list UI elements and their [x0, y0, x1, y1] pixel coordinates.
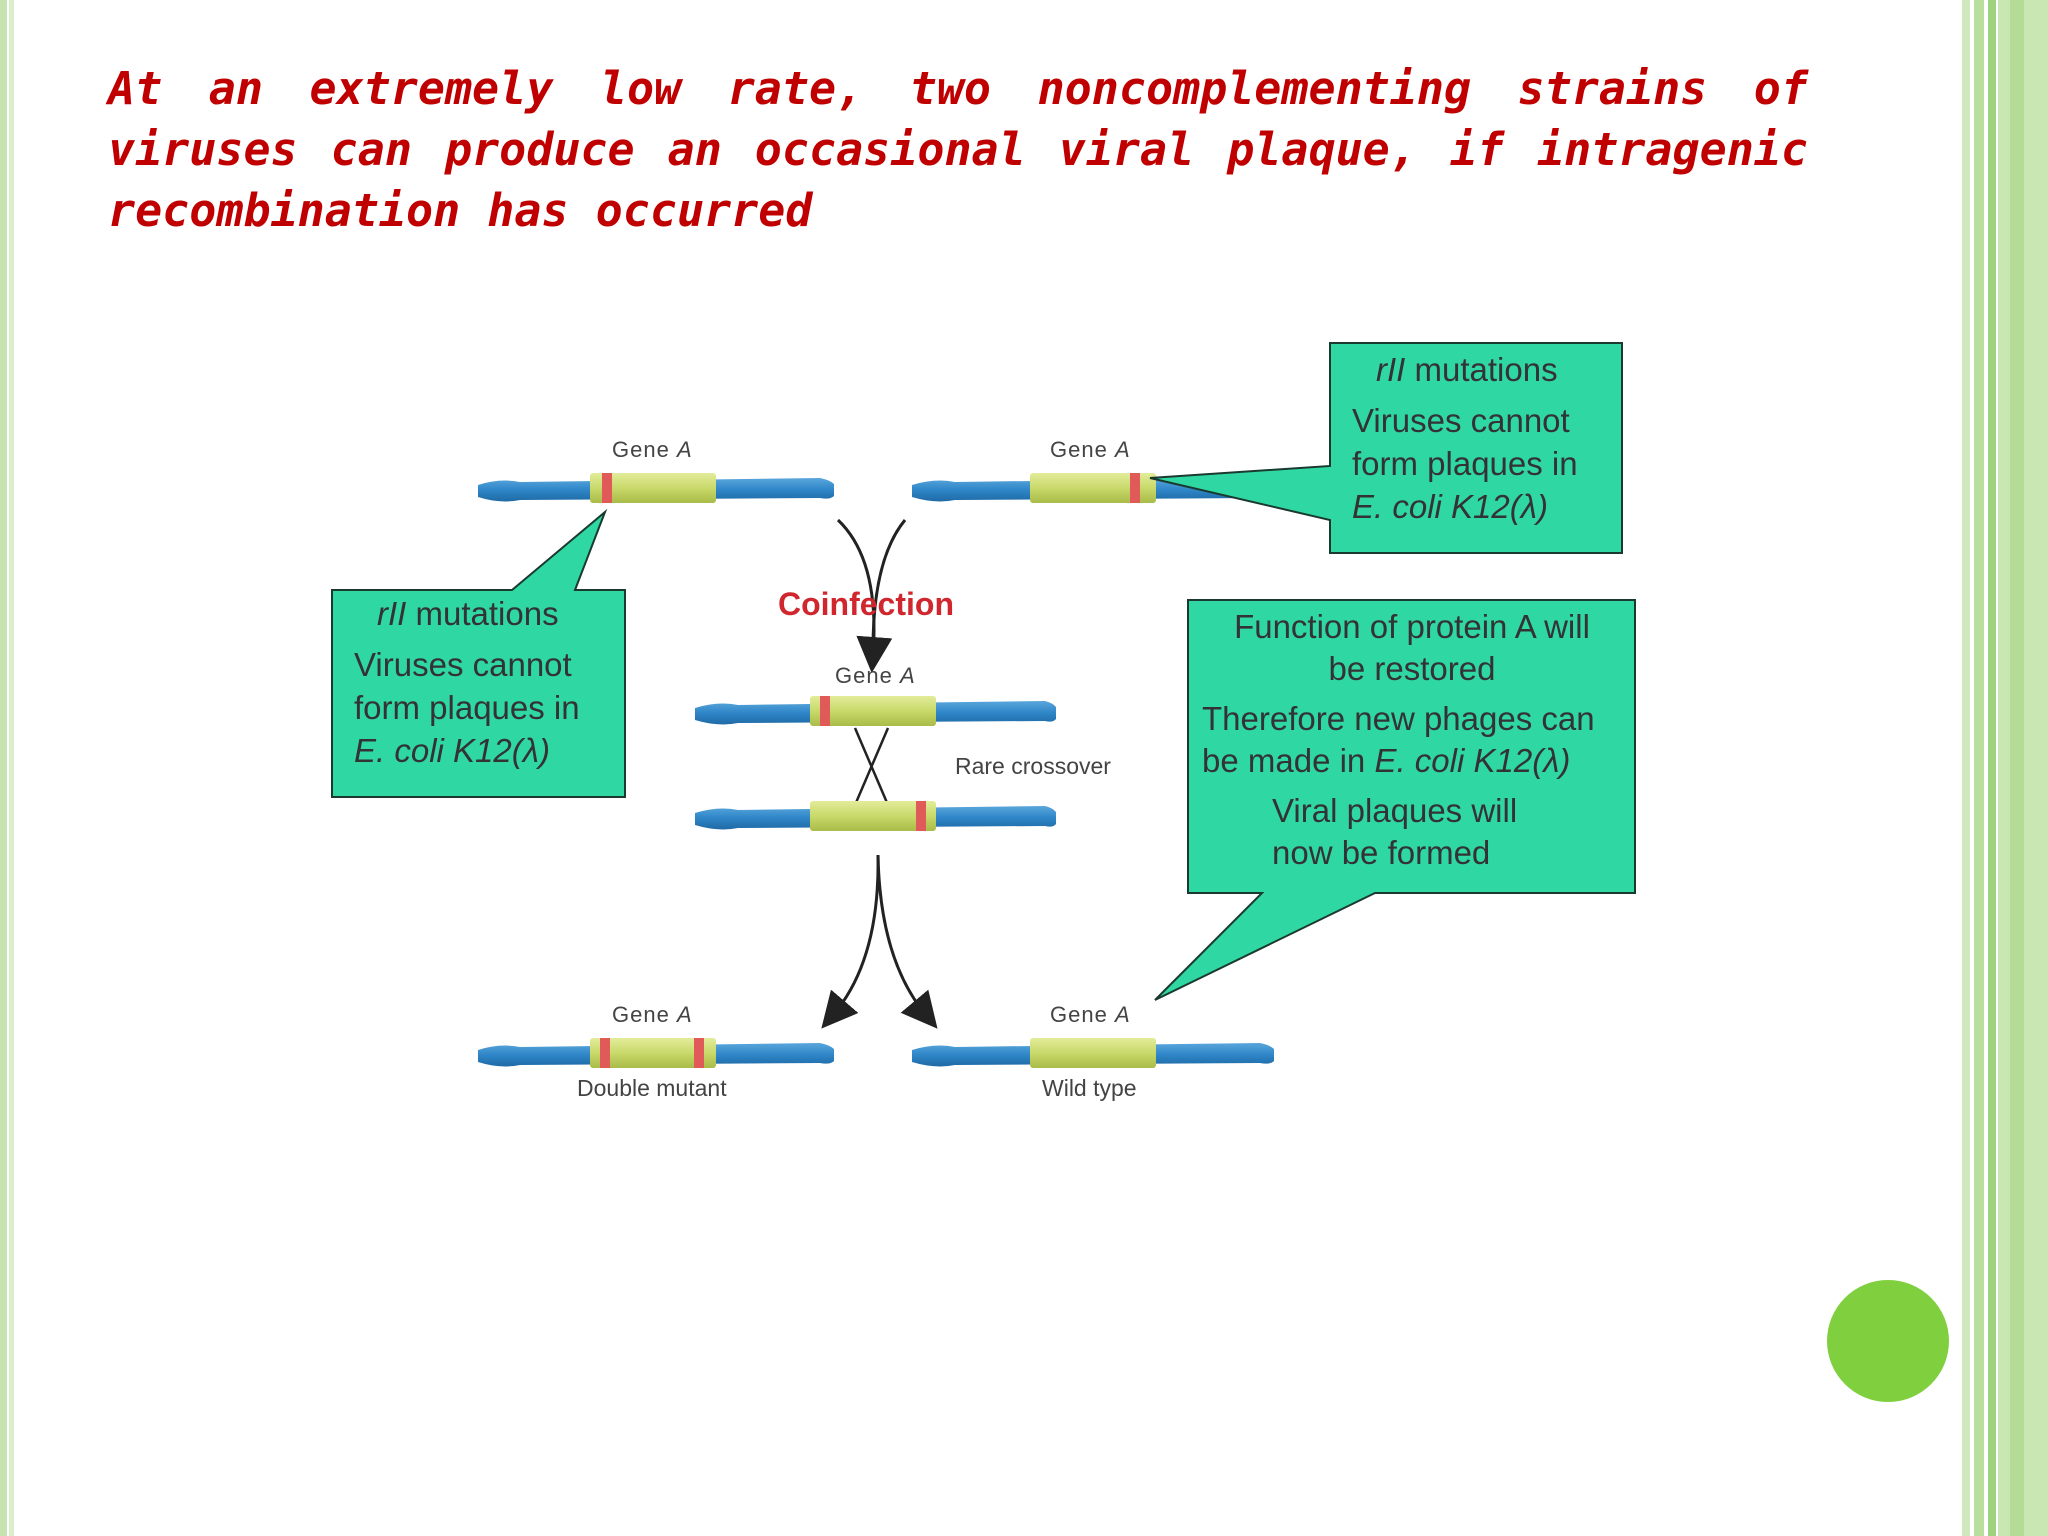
right-border-stripe-c	[1988, 0, 1996, 1536]
callout-result: Function of protein A will be restored T…	[1196, 606, 1628, 874]
gene-label-top-left: Gene A	[612, 437, 693, 462]
crossover-line-2	[853, 727, 890, 806]
chromosome-double-mutant	[478, 1038, 834, 1068]
wild-type-label: Wild type	[1042, 1075, 1137, 1101]
callout-result-shape	[1154, 599, 1636, 1001]
chromosome-middle-top	[695, 696, 1056, 726]
coinfection-arrow-right	[871, 519, 907, 656]
callout-result-line3: Therefore new phages can	[1202, 700, 1595, 737]
decorative-green-dot	[1827, 1280, 1949, 1402]
right-border-stripe-a	[1962, 0, 1970, 1536]
chromosome-wild-type	[912, 1038, 1274, 1068]
gene-label-bottom-left: Gene A	[612, 1002, 693, 1027]
callout-result-line2: be restored	[1328, 650, 1496, 687]
callout-left-line2: form plaques in	[354, 689, 580, 726]
gene-label-top-right: Gene A	[1050, 437, 1131, 462]
callout-left-line3: E. coli K12(λ)	[354, 732, 550, 769]
left-border-stripe	[0, 0, 7, 1536]
result-arrow-right	[876, 854, 938, 1029]
coinfection-label: Coinfection	[778, 586, 954, 622]
callout-right-line3: E. coli K12(λ)	[1352, 488, 1548, 525]
callout-right-shape	[1149, 342, 1623, 554]
callout-result-line5: Viral plaques will	[1272, 792, 1518, 829]
left-border-stripe-inner	[9, 0, 14, 1536]
callout-left: rII mutations Viruses cannot form plaque…	[354, 592, 614, 772]
callout-right-line1: Viruses cannot	[1352, 402, 1570, 439]
callout-right-heading: rII mutations	[1376, 351, 1558, 388]
callout-result-line4: be made in E. coli K12(λ)	[1202, 742, 1571, 779]
callout-left-line1: Viruses cannot	[354, 646, 572, 683]
result-arrow-left	[821, 854, 880, 1029]
right-border-stripe-e	[2010, 0, 2024, 1536]
callout-right: rII mutations Viruses cannot form plaque…	[1352, 348, 1612, 528]
chromosome-top-left	[478, 473, 834, 503]
double-mutant-label: Double mutant	[577, 1075, 727, 1101]
rare-crossover-label: Rare crossover	[955, 753, 1111, 779]
gene-label-bottom-right: Gene A	[1050, 1002, 1131, 1027]
right-border-stripe-b	[1974, 0, 1984, 1536]
callout-left-shape	[331, 508, 626, 798]
gene-label-middle: Gene A	[835, 663, 916, 688]
slide-title: At an extremely low rate, two noncomplem…	[108, 62, 1808, 237]
callout-result-line6: now be formed	[1272, 834, 1491, 871]
callout-result-line1: Function of protein A will	[1234, 608, 1590, 645]
chromosome-middle-bottom	[695, 801, 1056, 831]
callout-left-heading: rII mutations	[377, 595, 559, 632]
callout-right-line2: form plaques in	[1352, 445, 1578, 482]
